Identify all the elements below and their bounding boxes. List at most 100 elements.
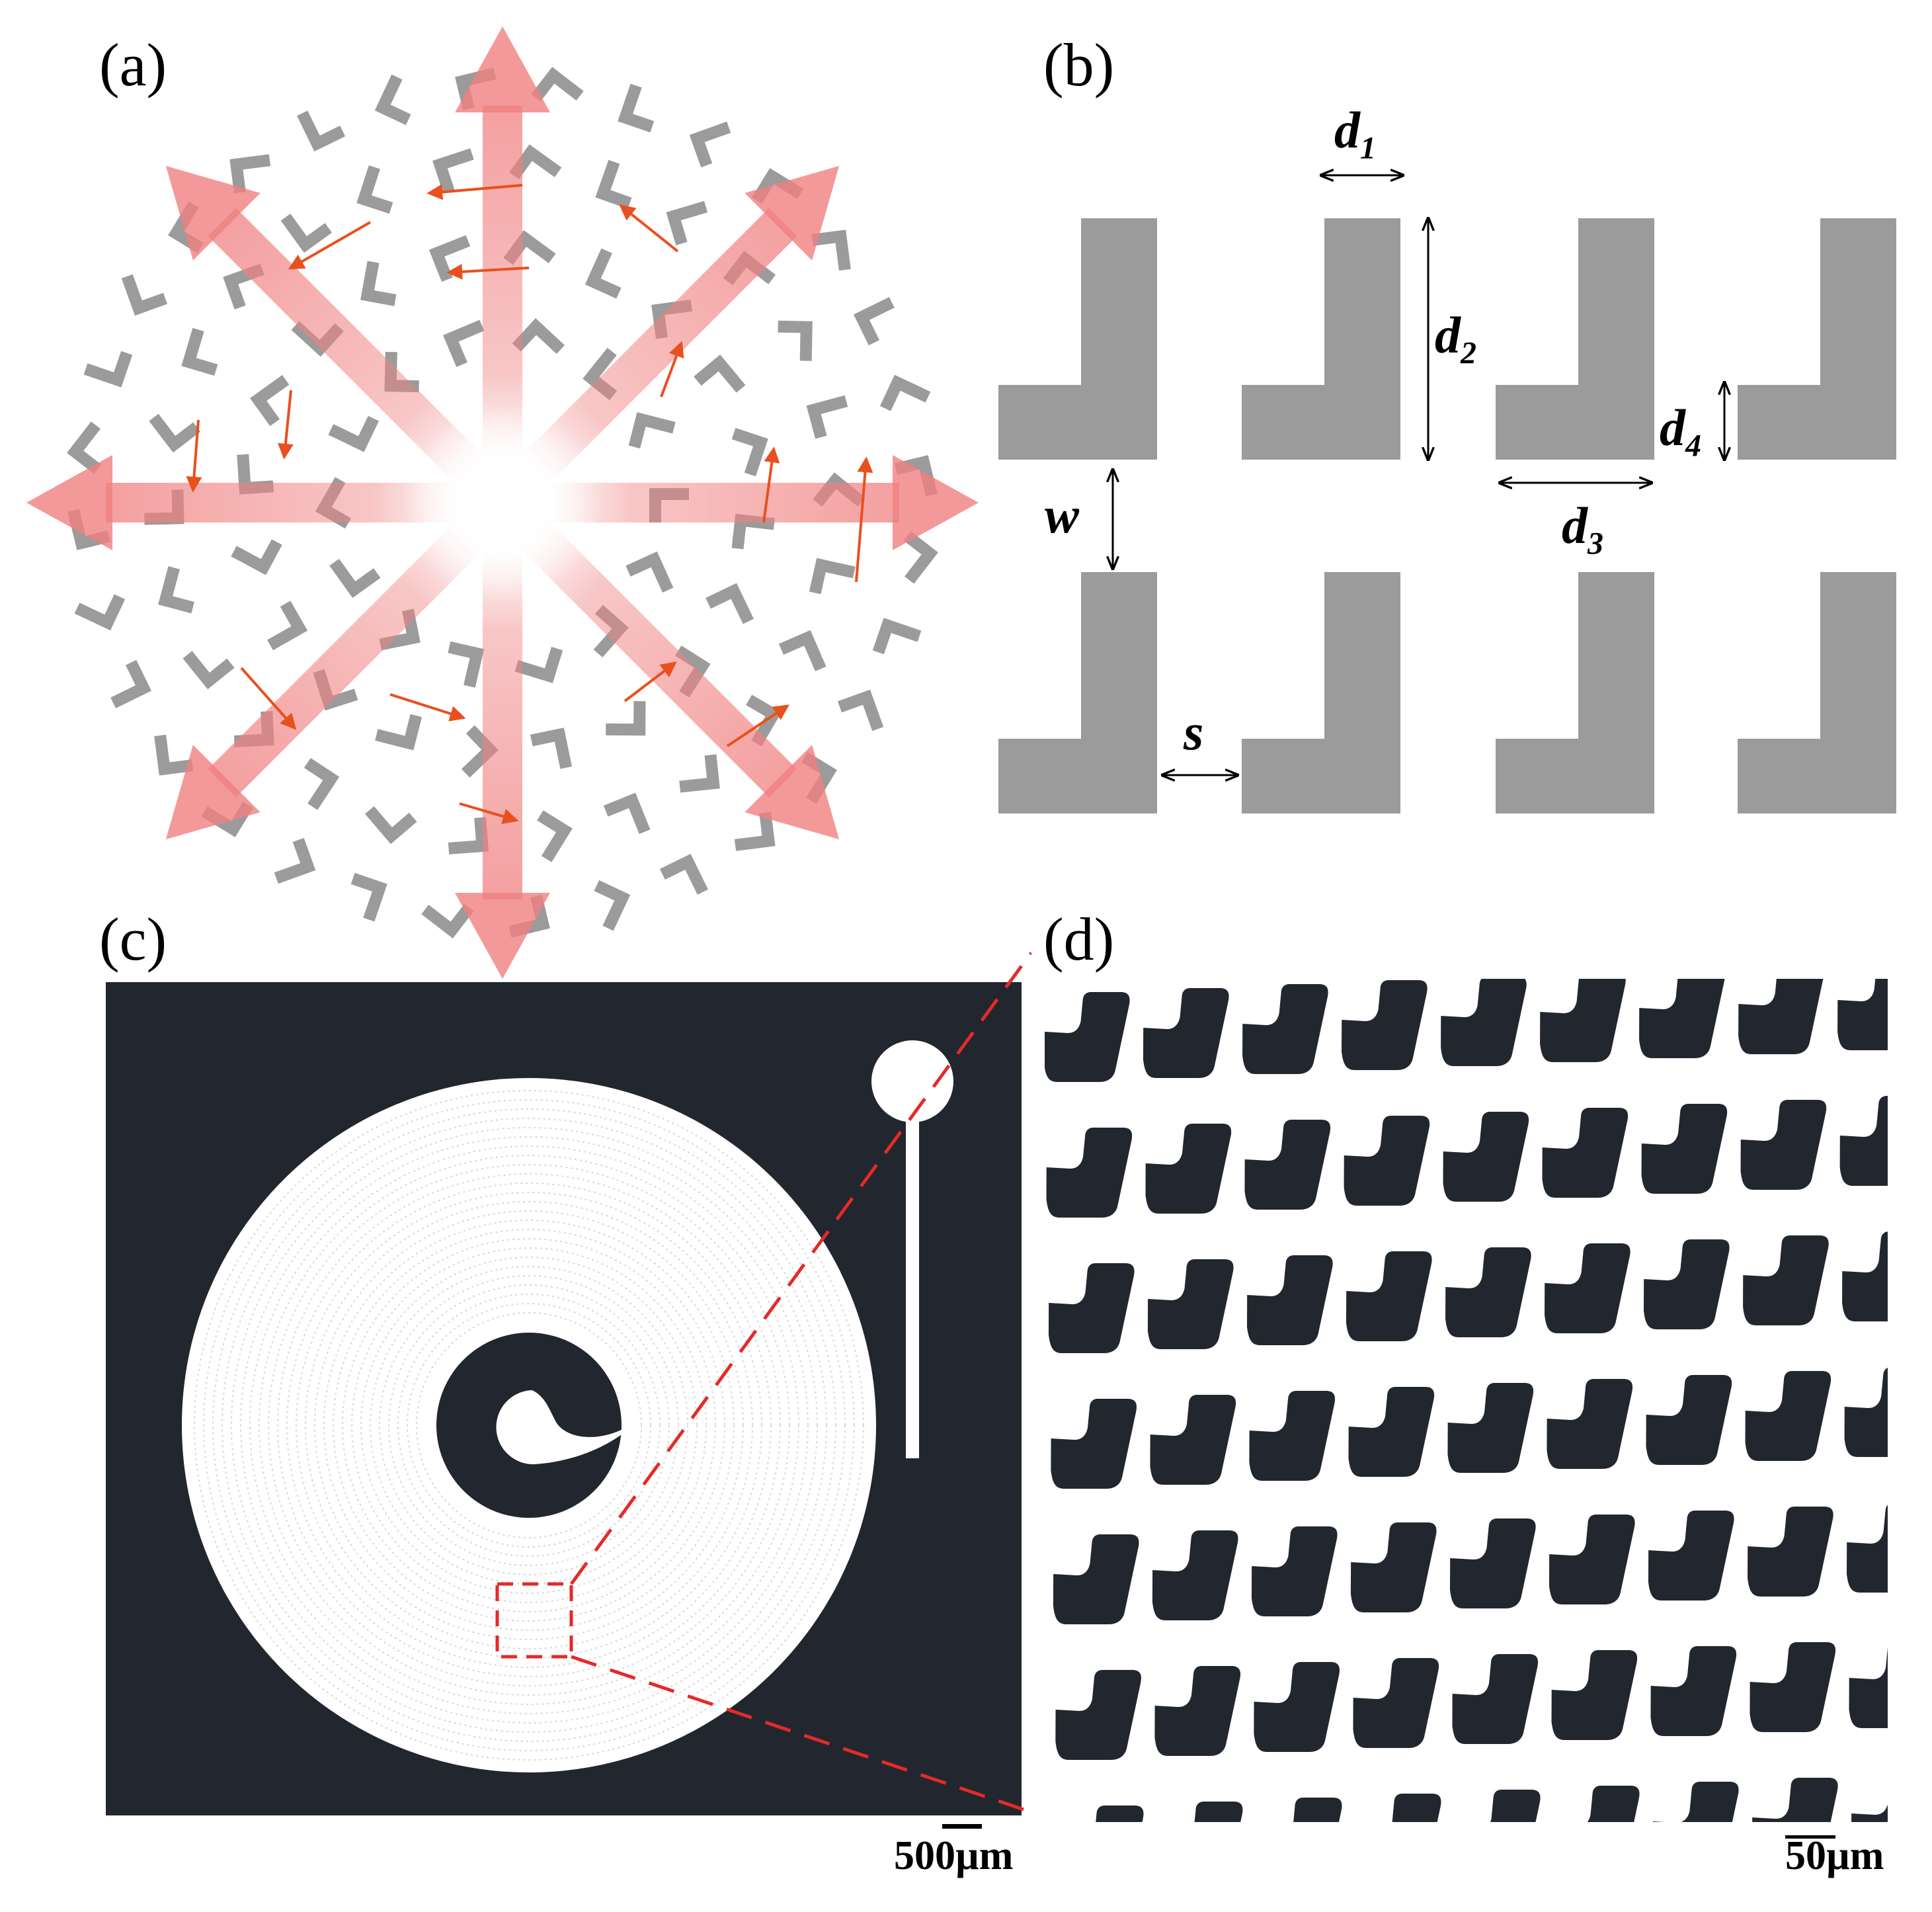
small-arrow-icon (186, 419, 202, 493)
l-element (182, 651, 235, 690)
zoomed-l-elements (1045, 979, 1888, 1822)
small-arrow-icon (624, 661, 677, 702)
zoomed-l-element (1751, 1778, 1838, 1822)
element-ring (314, 1210, 744, 1640)
zoomed-l-element (1348, 1387, 1435, 1477)
l-shape-element (998, 572, 1157, 813)
l-element (603, 792, 651, 834)
l-element (879, 374, 931, 411)
element-ring (221, 1118, 836, 1733)
panel-d-zoomed-image (1045, 979, 1888, 1839)
l-shape-element (1738, 572, 1896, 813)
radial-arrow-icon (455, 26, 550, 463)
radial-arrow-icon (165, 165, 489, 489)
panel-c-sample-image (106, 952, 1031, 1829)
radial-arrow-icon (165, 517, 489, 840)
dim-label-s: s (1184, 703, 1204, 761)
zoomed-l-element (1743, 1235, 1829, 1325)
l-element (267, 601, 308, 651)
small-arrow-icon (459, 802, 519, 825)
dim-label-d1: d1 (1334, 104, 1376, 165)
zoomed-l-element (1842, 1231, 1888, 1321)
dim-label-d4: d4 (1660, 402, 1701, 462)
l-shape-element (1242, 572, 1400, 813)
panel-a-radial-metasurface (26, 26, 979, 979)
element-ring (305, 1201, 753, 1649)
dim-subscript: 3 (1588, 526, 1603, 561)
l-element (659, 853, 708, 895)
dim-label-w: w (1045, 486, 1080, 544)
small-arrow-icon (426, 184, 523, 200)
zoomed-l-element (1452, 1654, 1539, 1744)
zoomed-l-element (1143, 988, 1229, 1078)
l-element (74, 594, 126, 631)
l-element (778, 320, 813, 361)
zoomed-l-element (1350, 1522, 1437, 1612)
element-ring (351, 1247, 707, 1603)
dim-d-letter: d (1435, 306, 1461, 364)
l-element (595, 159, 632, 209)
l-element (250, 375, 290, 427)
dim-label-d2: d2 (1435, 310, 1476, 370)
zoomed-l-element (1353, 1658, 1439, 1748)
zoomed-l-element (1256, 1798, 1342, 1822)
dim-subscript: 1 (1360, 130, 1376, 166)
zoomed-l-element (1045, 992, 1130, 1082)
zoomed-l-element (1542, 1108, 1629, 1198)
l-element (509, 144, 562, 180)
small-arrow-icon (619, 204, 679, 253)
l-element (375, 714, 423, 751)
scale-bar-d (1785, 1835, 1835, 1839)
l-element (679, 754, 720, 793)
element-ring (268, 1164, 790, 1686)
element-ring (194, 1090, 864, 1761)
l-element (694, 354, 746, 393)
element-ring (203, 1099, 855, 1751)
zoomed-l-element (1154, 1666, 1241, 1756)
l-element (297, 110, 346, 152)
element-ring (231, 1127, 827, 1724)
element-ring (333, 1229, 725, 1622)
l-element (229, 154, 271, 194)
l-element (110, 659, 152, 708)
zoomed-l-element (1839, 1096, 1888, 1186)
element-ring (212, 1108, 846, 1742)
zoomed-l-element (1648, 1511, 1734, 1600)
l-element (537, 810, 573, 862)
panel-label-a: (a) (99, 31, 167, 99)
zoomed-l-element (1545, 1243, 1630, 1333)
zoomed-l-element (1254, 1662, 1340, 1752)
zoomed-l-element (1249, 1391, 1336, 1481)
element-ring (416, 1312, 642, 1538)
element-ring (397, 1294, 661, 1557)
zoomed-l-element (1750, 1642, 1836, 1732)
l-element (428, 235, 471, 282)
zoomed-l-element (1051, 1399, 1137, 1489)
l-element (705, 583, 754, 624)
l-element (514, 646, 563, 683)
l-element (303, 758, 340, 810)
l-element (461, 725, 499, 778)
zoomed-l-element (1344, 1116, 1430, 1206)
small-arrow-icon (726, 704, 789, 747)
radial-arrow-icon (26, 455, 463, 550)
element-ring (259, 1155, 799, 1696)
dim-subscript: 4 (1685, 428, 1701, 464)
radial-arrow-icon (455, 542, 550, 979)
small-rotation-arrows (186, 184, 873, 825)
small-arrow-icon (389, 693, 466, 722)
zoomed-l-element (1055, 1670, 1141, 1760)
l-element (448, 641, 485, 688)
zoomed-l-element (1844, 1367, 1888, 1457)
element-ring (323, 1220, 735, 1631)
zoomed-l-element (1152, 1530, 1238, 1620)
zoomed-l-element (1449, 1518, 1536, 1608)
zoomed-l-element (1441, 979, 1527, 1066)
l-element (584, 248, 622, 299)
zoomed-l-element (1355, 1794, 1441, 1822)
l-element (149, 413, 201, 453)
inner-hook (496, 1390, 640, 1465)
outer-pad (871, 1040, 953, 1122)
panel-b-unit-cell-schematic (998, 132, 1896, 813)
radial-arrow-icon (516, 165, 840, 489)
